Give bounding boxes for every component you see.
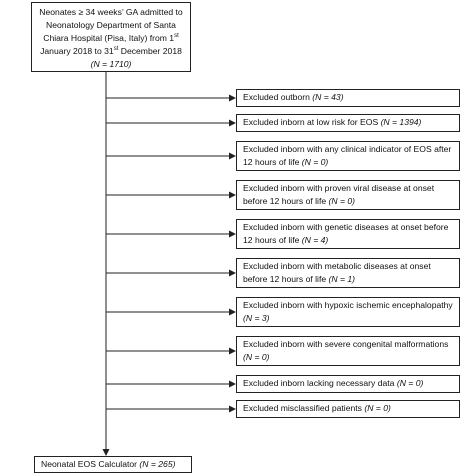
exclusion-box-lacking-data: Excluded inborn lacking necessary data (… — [236, 375, 460, 393]
source-line: Neonates ≥ 34 weeks’ GA admitted to — [39, 7, 183, 17]
exclusion-box-low-risk: Excluded inborn at low risk for EOS (N =… — [236, 114, 460, 132]
source-count: (N = 1710) — [90, 59, 132, 69]
source-line: January 2018 to 31st December 2018 — [40, 46, 182, 56]
source-line: Neonatology Department of Santa — [46, 20, 176, 30]
exclusion-box-hypoxic-ischemic: Excluded inborn with hypoxic ischemic en… — [236, 297, 460, 327]
final-cohort-box: Neonatal EOS Calculator (N = 265) — [34, 456, 192, 473]
exclusion-box-clinical-indicator: Excluded inborn with any clinical indica… — [236, 141, 460, 171]
exclusion-box-congenital-malformations: Excluded inborn with severe congenital m… — [236, 336, 460, 366]
source-population-box: Neonates ≥ 34 weeks’ GA admitted to Neon… — [31, 2, 191, 72]
exclusion-box-viral-disease: Excluded inborn with proven viral diseas… — [236, 180, 460, 210]
exclusion-box-misclassified: Excluded misclassified patients (N = 0) — [236, 400, 460, 418]
exclusion-box-outborn: Excluded outborn (N = 43) — [236, 89, 460, 107]
exclusion-box-genetic-disease: Excluded inborn with genetic diseases at… — [236, 219, 460, 249]
exclusion-box-metabolic-disease: Excluded inborn with metabolic diseases … — [236, 258, 460, 288]
source-line: Chiara Hospital (Pisa, Italy) from 1st — [43, 33, 179, 43]
